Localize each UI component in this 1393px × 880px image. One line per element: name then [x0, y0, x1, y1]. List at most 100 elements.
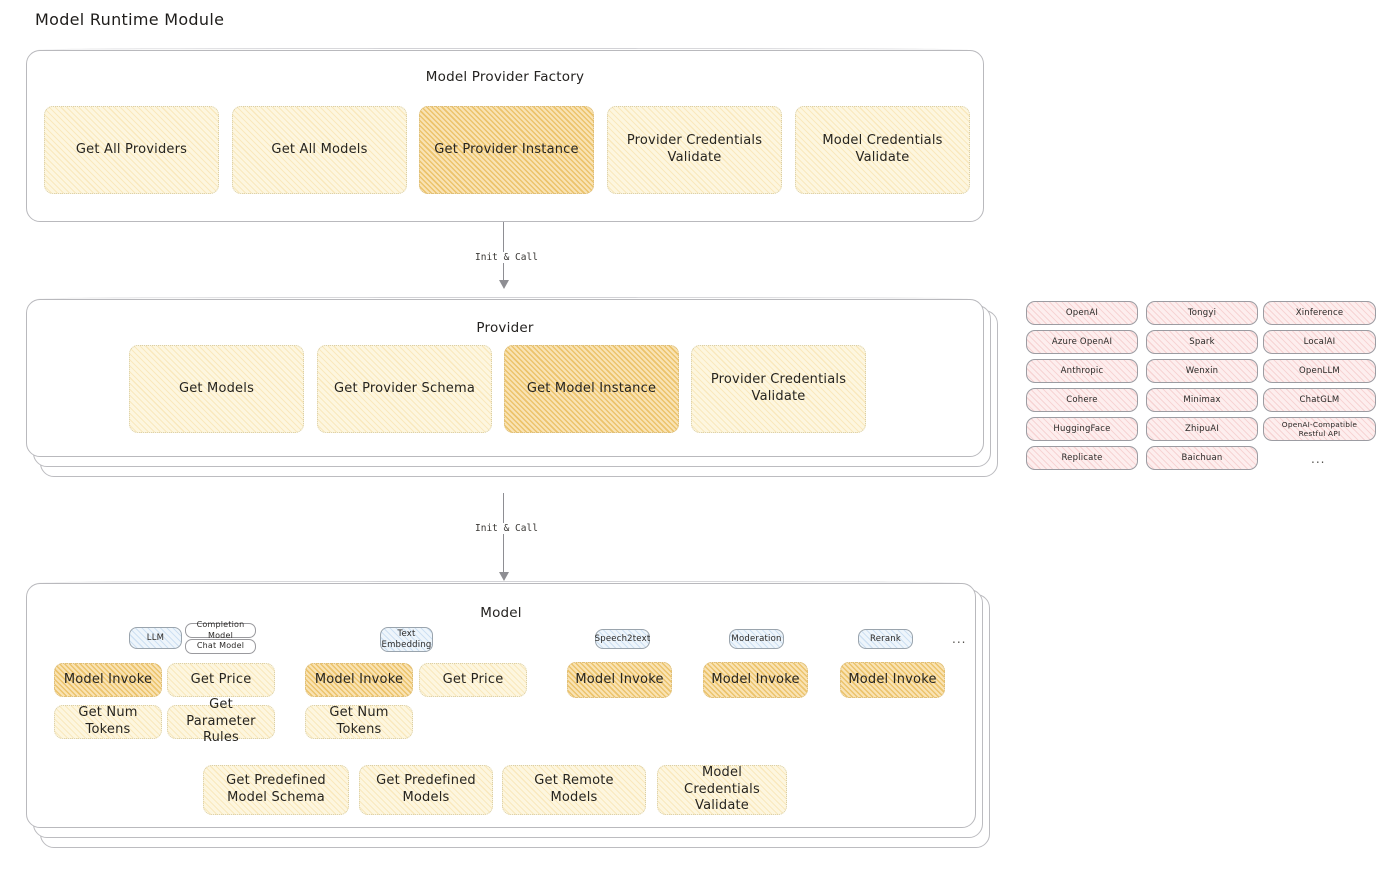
provider-chip-azure-openai[interactable]: Azure OpenAI	[1026, 330, 1138, 354]
factory-node-label: Get Provider Instance	[434, 141, 579, 157]
provider-chip-label: OpenAI-Compatible Restful API	[1281, 419, 1358, 438]
method-label: Get Num Tokens	[78, 705, 138, 737]
model-provider-factory-title: Model Provider Factory	[425, 69, 585, 85]
factory-node-get-all-models[interactable]: Get All Models	[232, 106, 407, 194]
provider-chip-huggingface[interactable]: HuggingFace	[1026, 417, 1138, 441]
provider-node-get-provider-schema[interactable]: Get Provider Schema	[317, 345, 492, 433]
model-type-chip-moderation[interactable]: Moderation	[729, 629, 784, 649]
provider-chip-localai[interactable]: LocalAI	[1263, 330, 1376, 354]
provider-chip-openai-compatible-restful-api[interactable]: OpenAI-Compatible Restful API	[1263, 417, 1376, 441]
model-common-get-predefined-models[interactable]: Get Predefined Models	[359, 765, 493, 815]
method-label: Get Price	[190, 671, 252, 687]
model-container: Model	[26, 581, 976, 828]
llm-method-get-price[interactable]: Get Price	[167, 663, 275, 697]
provider-node-label: Get Provider Schema	[333, 380, 476, 396]
provider-chip-label: Anthropic	[1060, 365, 1104, 376]
model-type-label: Rerank	[870, 634, 901, 644]
provider-node-label: Get Models	[178, 380, 255, 396]
model-title: Model	[480, 605, 522, 621]
provider-node-get-model-instance[interactable]: Get Model Instance	[504, 345, 679, 433]
llm-subchip-label: Completion Model	[196, 620, 245, 640]
llm-method-get-parameter-rules[interactable]: Get Parameter Rules	[167, 697, 275, 745]
provider-chip-cohere[interactable]: Cohere	[1026, 388, 1138, 412]
moderation-method-model-invoke[interactable]: Model Invoke	[703, 662, 808, 698]
provider-chip-label: Minimax	[1183, 394, 1221, 405]
model-type-chip-speech2text[interactable]: Speech2text	[595, 629, 650, 649]
model-types-more-ellipsis: ...	[952, 632, 967, 646]
method-label: Model Invoke	[575, 671, 664, 687]
provider-chip-xinference[interactable]: Xinference	[1263, 301, 1376, 325]
provider-node-label: Provider Credentials Validate	[710, 372, 847, 404]
provider-chip-chatglm[interactable]: ChatGLM	[1263, 388, 1376, 412]
provider-chip-label: OpenAI	[1065, 307, 1099, 318]
arrow-provider-to-model-line	[503, 493, 505, 576]
provider-chip-tongyi[interactable]: Tongyi	[1146, 301, 1258, 325]
provider-list-more-ellipsis: ...	[1311, 452, 1326, 466]
factory-node-label: Get All Models	[271, 141, 368, 157]
provider-chip-zhipuai[interactable]: ZhipuAI	[1146, 417, 1258, 441]
provider-chip-wenxin[interactable]: Wenxin	[1146, 359, 1258, 383]
provider-chip-baichuan[interactable]: Baichuan	[1146, 446, 1258, 470]
text-embedding-method-model-invoke[interactable]: Model Invoke	[305, 663, 413, 697]
text-embedding-method-get-num-tokens[interactable]: Get Num Tokens	[305, 705, 413, 739]
page-title: Model Runtime Module	[35, 10, 225, 29]
speech2text-method-model-invoke[interactable]: Model Invoke	[567, 662, 672, 698]
provider-chip-label: Replicate	[1061, 452, 1103, 463]
provider-chip-openai[interactable]: OpenAI	[1026, 301, 1138, 325]
arrow-factory-to-provider-head	[499, 280, 509, 289]
provider-chip-label: Spark	[1189, 336, 1215, 347]
text-embedding-method-get-price[interactable]: Get Price	[419, 663, 527, 697]
provider-chip-anthropic[interactable]: Anthropic	[1026, 359, 1138, 383]
model-common-model-credentials-validate[interactable]: Model Credentials Validate	[657, 765, 787, 815]
model-type-chip-llm[interactable]: LLM	[129, 627, 182, 649]
provider-chip-replicate[interactable]: Replicate	[1026, 446, 1138, 470]
model-type-label: Text Embedding	[381, 629, 432, 650]
rerank-method-model-invoke[interactable]: Model Invoke	[840, 662, 945, 698]
method-label: Model Invoke	[314, 671, 404, 687]
provider-chip-label: Wenxin	[1185, 365, 1219, 376]
method-label: Get Remote Models	[534, 773, 614, 805]
provider-chip-label: OpenLLM	[1299, 365, 1340, 376]
model-common-get-predefined-model-schema[interactable]: Get Predefined Model Schema	[203, 765, 349, 815]
model-type-chip-rerank[interactable]: Rerank	[858, 629, 913, 649]
model-type-label: Moderation	[731, 634, 782, 644]
provider-chip-minimax[interactable]: Minimax	[1146, 388, 1258, 412]
provider-node-provider-credentials-validate[interactable]: Provider Credentials Validate	[691, 345, 866, 433]
arrow-provider-to-model-head	[499, 572, 509, 581]
method-label: Get Predefined Models	[376, 773, 476, 805]
provider-chip-label: Cohere	[1066, 394, 1098, 405]
model-common-get-remote-models[interactable]: Get Remote Models	[502, 765, 646, 815]
model-type-chip-text-embedding[interactable]: Text Embedding	[380, 627, 433, 652]
provider-chip-spark[interactable]: Spark	[1146, 330, 1258, 354]
provider-chip-openllm[interactable]: OpenLLM	[1263, 359, 1376, 383]
factory-node-label: Provider Credentials Validate	[626, 133, 763, 165]
method-label: Model Invoke	[848, 671, 937, 687]
provider-chip-label: Tongyi	[1187, 307, 1217, 318]
provider-chip-label: Baichuan	[1181, 452, 1223, 463]
llm-subchip-completion-model[interactable]: Completion Model	[185, 620, 256, 640]
provider-node-get-models[interactable]: Get Models	[129, 345, 304, 433]
method-label: Model Credentials Validate	[684, 765, 760, 814]
llm-subchip-chat-model[interactable]: Chat Model	[185, 639, 256, 654]
factory-node-label: Get All Providers	[75, 141, 188, 157]
llm-method-model-invoke[interactable]: Model Invoke	[54, 663, 162, 697]
provider-chip-label: ChatGLM	[1299, 394, 1340, 405]
factory-node-get-provider-instance[interactable]: Get Provider Instance	[419, 106, 594, 194]
model-type-label: LLM	[146, 632, 165, 643]
factory-node-model-credentials-validate[interactable]: Model Credentials Validate	[795, 106, 970, 194]
provider-chip-label: Azure OpenAI	[1051, 336, 1113, 347]
provider-chip-label: Xinference	[1295, 307, 1344, 318]
model-type-label: Speech2text	[594, 634, 651, 644]
method-label: Get Price	[442, 671, 504, 687]
llm-method-get-num-tokens[interactable]: Get Num Tokens	[54, 705, 162, 739]
method-label: Model Invoke	[63, 671, 153, 687]
provider-chip-label: ZhipuAI	[1184, 423, 1220, 434]
factory-node-get-all-providers[interactable]: Get All Providers	[44, 106, 219, 194]
provider-chip-label: HuggingFace	[1053, 423, 1111, 434]
method-label: Get Parameter Rules	[186, 697, 256, 746]
method-label: Model Invoke	[711, 671, 800, 687]
llm-subchip-label: Chat Model	[196, 641, 245, 651]
arrow-provider-to-model-label: Init & Call	[472, 523, 541, 534]
factory-node-provider-credentials-validate[interactable]: Provider Credentials Validate	[607, 106, 782, 194]
provider-title: Provider	[476, 320, 534, 336]
